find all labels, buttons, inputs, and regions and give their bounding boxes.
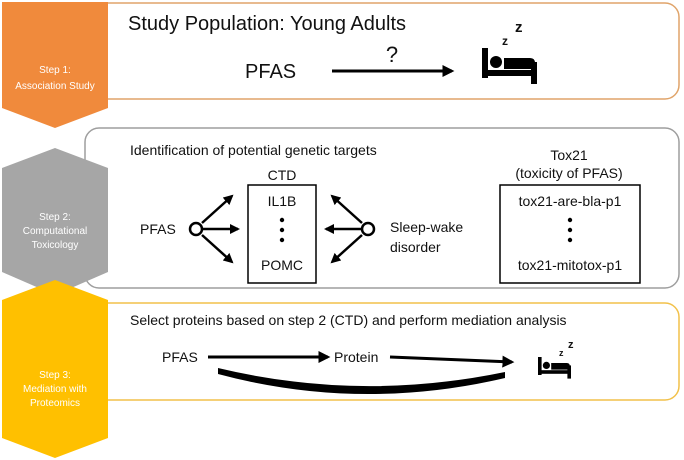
panel1-exposure: PFAS [245,61,296,83]
ctd-dot-2 [279,227,285,233]
panel1-question-mark: ? [386,42,398,67]
sleep-disorder-line1: Sleep-wake [390,219,463,235]
step2-subtitle-line2: Toxicology [32,240,79,251]
ctd-dot-3 [279,237,285,243]
step1-name: Step 1: [39,65,71,76]
ctd-last-gene: POMC [261,257,303,273]
sleep-arrow-down [330,234,363,264]
ctd-first-gene: IL1B [268,193,297,209]
protein-to-outcome-arrow [389,355,515,368]
sleep-disorder-node [360,221,376,237]
step2-subtitle-line1: Computational [23,226,87,237]
pfas-node [188,221,204,237]
step1-subtitle: Association Study [15,81,95,92]
step2-name: Step 2: [39,212,71,223]
sleep-z-small-3: z [559,348,564,358]
tox-dot-1 [567,217,573,223]
panel3-exposure: PFAS [162,349,198,365]
pfas-arrow-down [201,234,234,264]
panel2-exposure: PFAS [140,221,176,237]
step3-subtitle-line2: Proteomics [30,398,80,409]
tox-dot-3 [567,237,573,243]
tox21-box [499,184,641,284]
tox21-first-assay: tox21-are-bla-p1 [519,193,622,209]
direct-effect-arc [218,368,505,395]
pfas-arrow-up [201,194,234,224]
ctd-dot-1 [279,217,285,223]
tox21-last-assay: tox21-mitotox-p1 [518,257,622,273]
step3-chevron [2,300,108,458]
panel3-title: Select proteins based on step 2 (CTD) an… [130,312,567,328]
sleep-z-small: z [502,34,508,48]
ctd-label: CTD [268,167,297,183]
panel2-title: Identification of potential genetic targ… [130,142,377,158]
sleep-arrow-up [330,194,363,224]
tox21-subtitle: (toxicity of PFAS) [515,165,622,181]
step2-notch [2,148,108,168]
tox21-title: Tox21 [550,147,588,163]
step3-name: Step 3: [39,370,71,381]
sleep-disorder-line2: disorder [390,239,441,255]
ctd-box [247,184,317,284]
sleep-z-large-3: z [568,339,574,351]
tox-dot-2 [567,227,573,233]
step1-chevron [2,2,108,128]
step3-subtitle-line1: Mediation with [23,384,87,395]
panel1-title: Study Population: Young Adults [128,13,406,35]
panel3-mediator: Protein [334,349,378,365]
step3-notch [2,280,108,300]
step2-chevron [2,168,108,295]
sleep-z-large: z [515,19,523,36]
